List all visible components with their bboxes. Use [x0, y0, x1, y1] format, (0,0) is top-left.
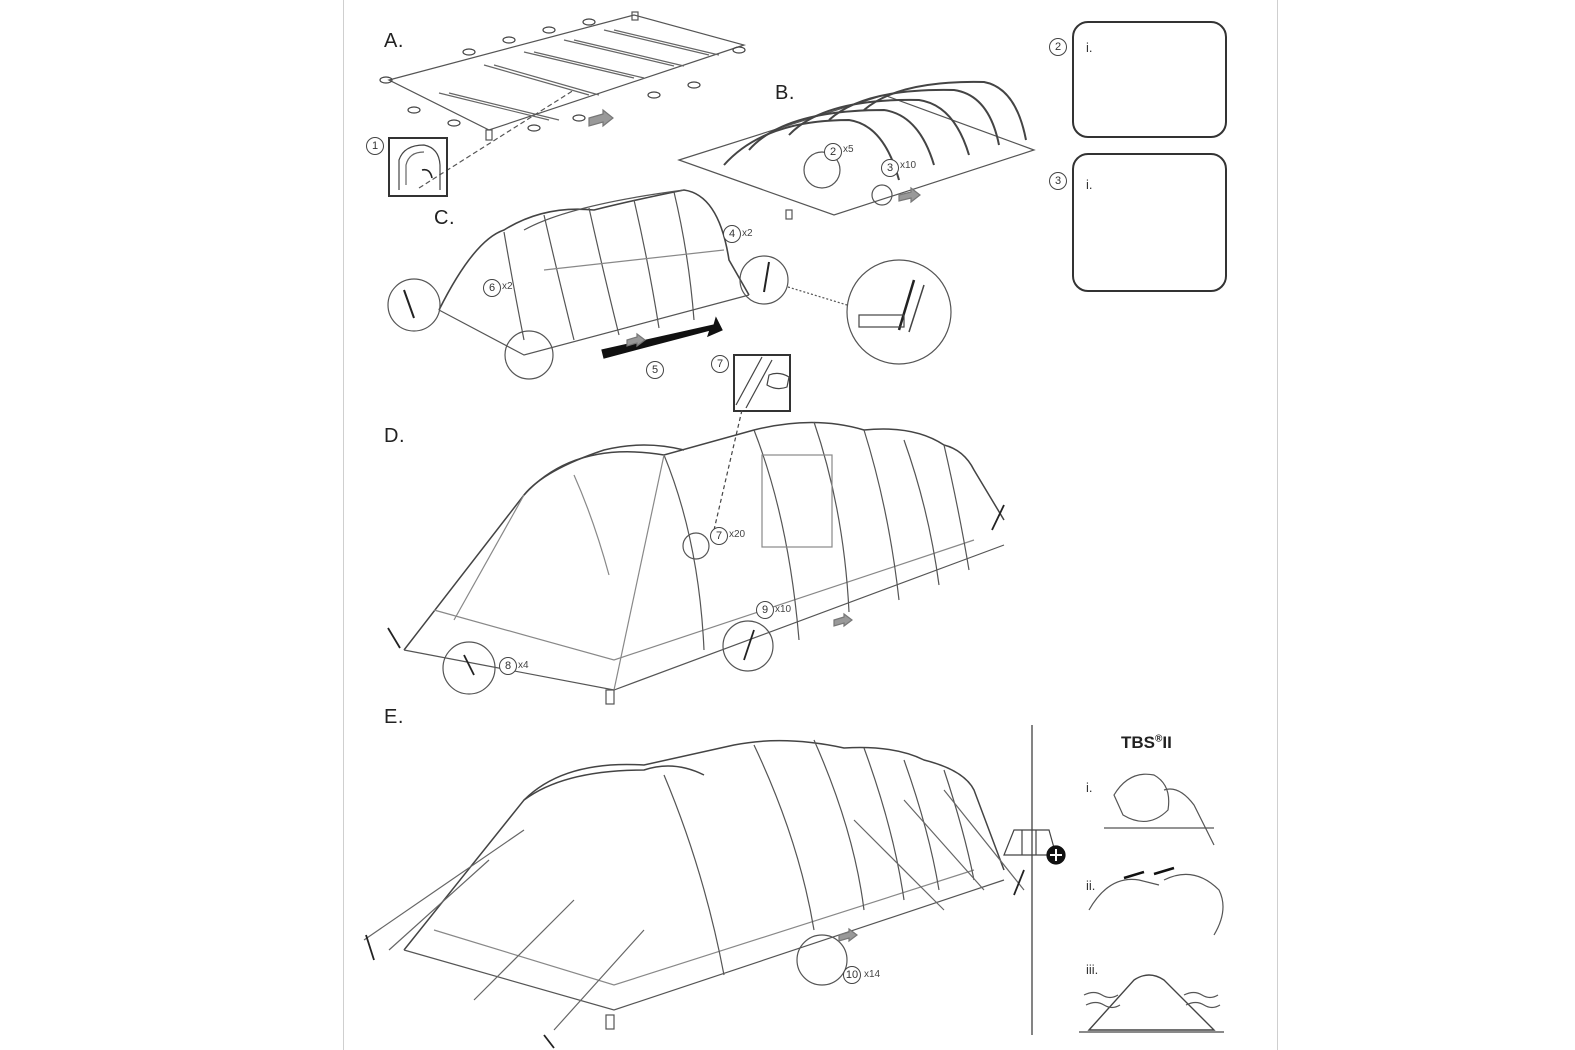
callout-9: 9 — [756, 601, 774, 619]
callout-1: 1 — [366, 137, 384, 155]
step-a-groundsheet — [379, 11, 747, 189]
detail-panel-2 — [1072, 21, 1227, 138]
tent-end-icon — [1003, 829, 1066, 865]
tent-illustrations — [363, 11, 1224, 1049]
step-e-label: E. — [384, 706, 404, 728]
detail-2-step: i. — [1086, 40, 1093, 55]
callout-7: 7 — [710, 527, 728, 545]
detail-box-1 — [388, 137, 448, 197]
step-e-tent — [363, 739, 1025, 1049]
step-a-label: A. — [384, 30, 404, 52]
callout-3: 3 — [881, 159, 899, 177]
callout-3-detail: 3 — [1049, 172, 1067, 190]
step-b-poles — [677, 80, 1036, 220]
tbs-registered-mark: ® — [1155, 733, 1163, 745]
callout-10: 10 — [843, 966, 861, 984]
callout-4: 4 — [723, 225, 741, 243]
step-d-tent — [387, 421, 1005, 705]
quantity-6: x2 — [502, 281, 513, 292]
callout-2-detail: 2 — [1049, 38, 1067, 56]
quantity-10: x14 — [864, 969, 881, 980]
tbs-title: TBS®II — [1121, 733, 1172, 753]
tbs-step-ii: ii. — [1086, 878, 1096, 893]
quantity-3: x10 — [900, 160, 917, 171]
tbs-illustrations — [1079, 773, 1224, 1033]
quantity-9: x10 — [775, 604, 792, 615]
callout-8: 8 — [499, 657, 517, 675]
quantity-4: x2 — [742, 228, 753, 239]
detail-box-7 — [713, 354, 791, 531]
tbs-title-suffix: II — [1162, 733, 1172, 752]
quantity-7: x20 — [729, 529, 746, 540]
step-c-tunnel — [387, 189, 952, 380]
step-d-label: D. — [384, 425, 405, 447]
callout-6: 6 — [483, 279, 501, 297]
step-c-label: C. — [434, 207, 455, 229]
tbs-step-iii: iii. — [1086, 962, 1099, 977]
callout-7-detail: 7 — [711, 355, 729, 373]
instruction-page: A. B. C. D. E. 1 2 x5 3 x10 4 x2 6 x2 5 … — [343, 0, 1278, 1050]
tbs-step-i: i. — [1086, 780, 1093, 795]
callout-2: 2 — [824, 143, 842, 161]
quantity-8: x4 — [518, 660, 529, 671]
quantity-2: x5 — [843, 144, 854, 155]
detail-panel-3 — [1072, 153, 1227, 292]
callout-5: 5 — [646, 361, 664, 379]
step-b-label: B. — [775, 82, 795, 104]
tbs-title-main: TBS — [1121, 733, 1155, 752]
detail-3-step: i. — [1086, 177, 1093, 192]
